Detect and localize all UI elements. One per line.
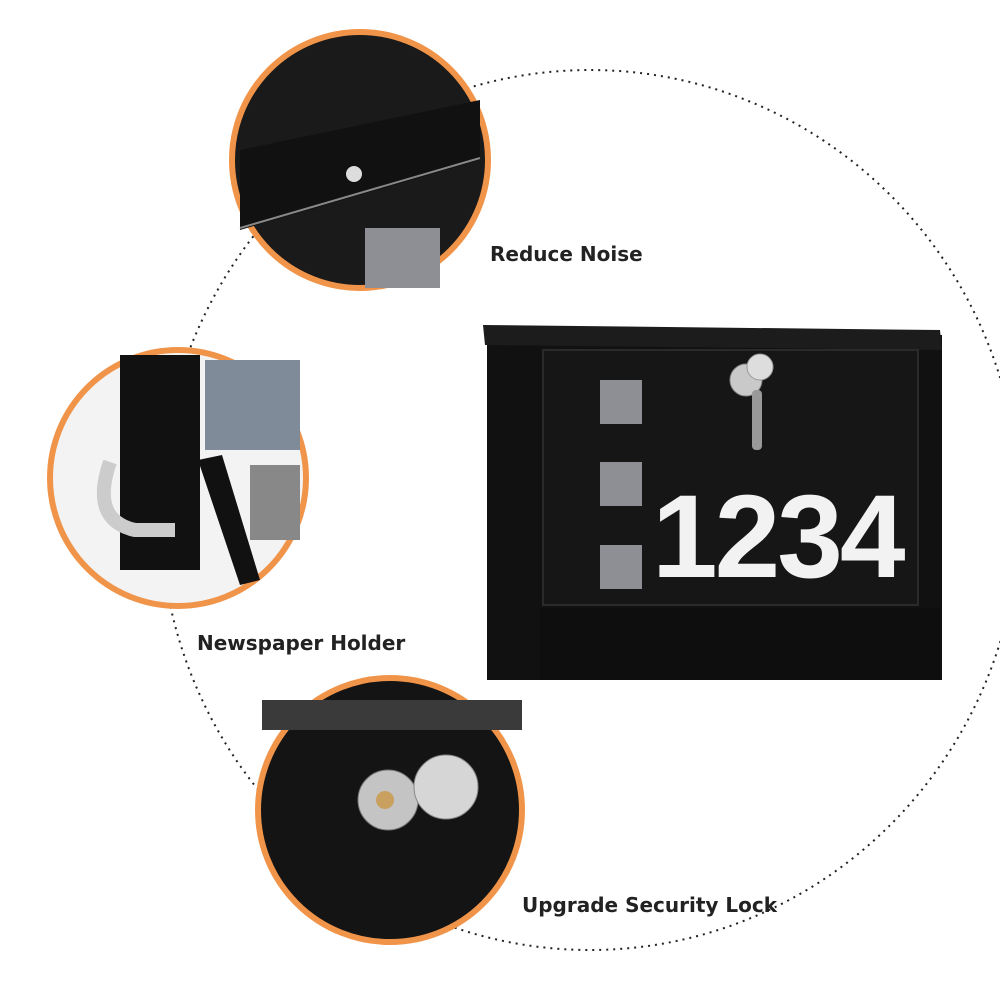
detail-circle-reduce-noise — [229, 29, 491, 291]
key-icon — [752, 390, 762, 450]
mailbox — [483, 325, 942, 680]
window-panel — [600, 545, 642, 589]
feature-label-security-lock: Upgrade Security Lock — [522, 893, 778, 917]
window-panel — [600, 462, 642, 506]
detail-circle-newspaper-holder — [47, 347, 309, 609]
detail-circle-security-lock — [255, 675, 525, 945]
feature-label-newspaper-holder: Newspaper Holder — [197, 631, 406, 655]
feature-label-reduce-noise: Reduce Noise — [490, 242, 643, 266]
house-number: 1234 — [652, 471, 906, 603]
window-panel — [600, 380, 642, 424]
